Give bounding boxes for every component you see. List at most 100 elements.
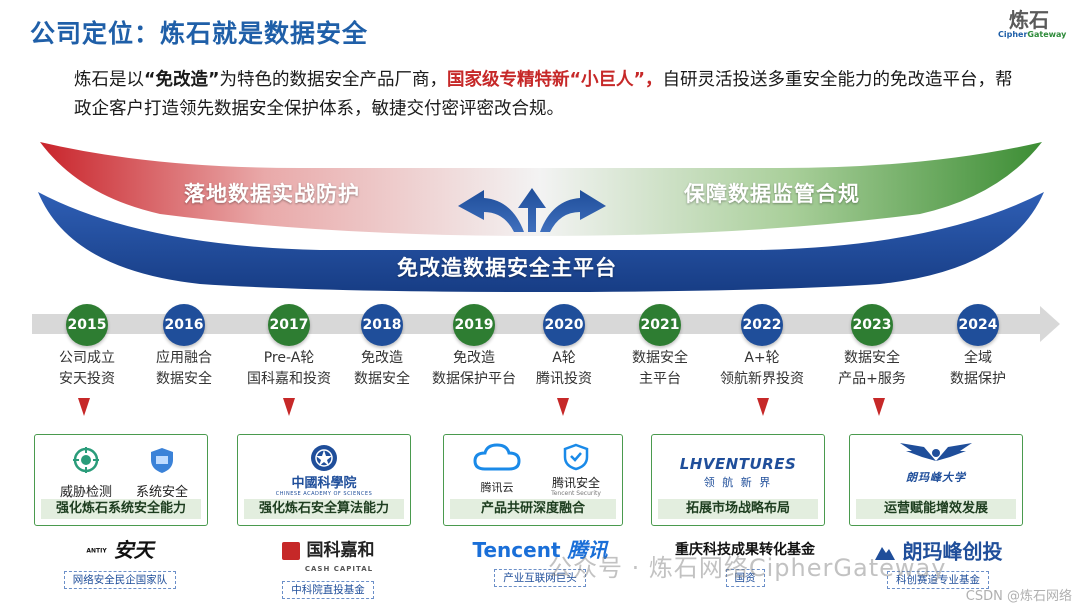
cas-logo-cn: 中國科學院 [291,476,357,491]
tencent-security-shield-icon [563,443,589,471]
timeline-label-line1: 应用融合 [156,350,212,366]
threat-detection-block: 威胁检测 [51,445,121,500]
intro-part-3: 为特色的数据安全产品厂商， [219,70,448,90]
timeline-label-line2: 数据保护 [950,371,1006,387]
antiy-logo-prefix: ANTIY [86,547,107,555]
timeline-label-2021: 数据安全主平台 [600,348,720,390]
system-security-label: 系统安全 [135,485,188,500]
timeline-node-2017: 2017 [268,304,310,346]
timeline-label-line1: A+轮 [744,350,780,366]
cash-capital-mark-icon [281,541,300,560]
tencent-security-block: 腾讯安全 Tencent Security [536,443,616,497]
langmafeng-logo-text: 朗玛峰大学 [906,471,966,484]
banner-platform-text: 免改造数据安全主平台 [397,256,617,280]
company-logo: 炼石 CipherGateway [998,8,1066,39]
investor-antiy: ANTIY 安天 网络安全民企国家队 [60,536,180,589]
cas-logo: 中國科學院 CHINESE ACADEMY OF SCIENCES [238,443,410,497]
logo-en-text: CipherGateway [998,30,1066,39]
logo-cn-text: 炼石 [1009,8,1049,32]
card-antiy-capabilities: 威胁检测 系统安全 强化炼石系统安全能力 [34,434,208,526]
timeline-label-2015: 公司成立安天投资 [27,348,147,390]
csdn-watermark: CSDN @炼石网络 [965,589,1072,604]
system-security-block: 系统安全 [127,445,197,500]
timeline-label-line2: 数据保护平台 [432,371,516,387]
timeline-arrow-icon [1040,306,1060,342]
timeline-label-2024: 全域数据保护 [918,348,1038,390]
tencent-security-label: 腾讯安全 [551,476,600,490]
threat-detection-label: 威胁检测 [59,485,112,500]
arrow-up-icon [518,188,546,232]
pin-marker-icon [557,398,569,416]
langmafeng-logo: 朗玛峰大学 [850,441,1022,485]
mountain-icon [874,546,895,560]
timeline-label-line1: A轮 [552,350,576,366]
arrow-up-left-icon [458,190,524,232]
tencent-security-sublabel: Tencent Security [551,490,601,497]
antiy-logo-text: 安天 [113,538,154,562]
antiy-tag: 网络安全民企国家队 [63,570,177,589]
pin-marker-icon [757,398,769,416]
card-lhventures-strategy: LHVENTURES 领 航 新 界 拓展市场战略布局 [651,434,825,526]
pin-marker-icon [873,398,885,416]
timeline-label-line2: 数据安全 [156,371,212,387]
timeline-node-2018: 2018 [361,304,403,346]
timeline-label-line1: 免改造 [453,350,495,366]
investor-langmafeng-vc: 朗玛峰创投 科创赛道专业基金 [858,536,1018,589]
intro-part-1: 炼石是以 [74,70,144,90]
card-caption: 强化炼石系统安全能力 [41,499,201,519]
card-tencent-cooperation: 腾讯云 腾讯安全 Tencent Security 产品共研深度融合 [443,434,623,526]
timeline-node-2023: 2023 [851,304,893,346]
timeline-label-line1: 全域 [964,350,992,366]
timeline-label-2016: 应用融合数据安全 [124,348,244,390]
wechat-watermark: 公众号 · 炼石网络CipherGateway [548,554,947,582]
investor-tencent: Tencent 腾讯 产业互联网巨头 [460,536,620,587]
cash-capital-logo-sub: CASH CAPITAL [304,564,374,573]
card-caption: 产品共研深度融合 [450,499,616,519]
timeline-label-2020: A轮腾讯投资 [504,348,624,390]
intro-paragraph: 炼石是以“免改造”为特色的数据安全产品厂商，国家级专精特新“小巨人”，自研灵活投… [74,66,1014,124]
cas-logo-en: CHINESE ACADEMY OF SCIENCES [275,491,373,497]
timeline-label-line1: 公司成立 [59,350,115,366]
timeline-label-line2: 领航新界投资 [720,371,804,387]
langmafeng-vc-logo-text: 朗玛峰创投 [902,539,1003,564]
timeline-node-2019: 2019 [453,304,495,346]
tencent-logo-cn: 腾讯 [567,538,608,562]
timeline-label-line2: 产品+服务 [838,371,906,387]
timeline-label-line2: 数据安全 [354,371,410,387]
lhventures-logo: LHVENTURES 领 航 新 界 [652,455,824,490]
antiy-logo: ANTIY 安天 [60,536,180,566]
eagle-wings-icon [900,443,972,461]
tencent-tag: 产业互联网巨头 [494,569,586,587]
timeline-label-line2: 腾讯投资 [536,371,592,387]
timeline-node-2015: 2015 [66,304,108,346]
langmafeng-vc-tag: 科创赛道专业基金 [887,570,989,589]
langmafeng-vc-logo: 朗玛峰创投 [858,536,1018,566]
tencent-cloud-icon [473,443,521,471]
card-caption: 拓展市场战略布局 [658,499,818,519]
timeline-label-line2: 国科嘉和投资 [247,371,331,387]
cash-capital-tag: 中科院直投基金 [282,580,374,599]
timeline-node-2016: 2016 [163,304,205,346]
investor-chongqing-fund: 重庆科技成果转化基金 国资 [660,536,830,587]
tencent-logo: Tencent 腾讯 [460,536,620,564]
card-cas-capabilities: 中國科學院 CHINESE ACADEMY OF SCIENCES 强化炼石安全… [237,434,411,526]
timeline-label-2023: 数据安全产品+服务 [812,348,932,390]
logo-en-gateway: Gateway [1027,30,1067,39]
timeline-label-2022: A+轮领航新界投资 [702,348,822,390]
intro-part-2: “免改造” [144,70,220,90]
pin-marker-icon [78,398,90,416]
tencent-logo-en: Tencent [472,538,561,562]
banner-left-text: 落地数据实战防护 [184,182,360,206]
chongqing-fund-logo-text: 重庆科技成果转化基金 [675,542,815,558]
timeline-node-2021: 2021 [639,304,681,346]
timeline-node-2022: 2022 [741,304,783,346]
banner-right-text: 保障数据监管合规 [684,182,860,206]
pin-marker-icon [283,398,295,416]
timeline-label-2018: 免改造数据安全 [322,348,442,390]
timeline-label-2019: 免改造数据保护平台 [414,348,534,390]
timeline-label-line1: 数据安全 [632,350,688,366]
card-langmafeng-operation: 朗玛峰大学 运营赋能增效发展 [849,434,1023,526]
timeline-label-line1: Pre-A轮 [263,350,315,366]
system-security-icon [151,448,173,473]
timeline-label-line2: 主平台 [639,371,681,387]
